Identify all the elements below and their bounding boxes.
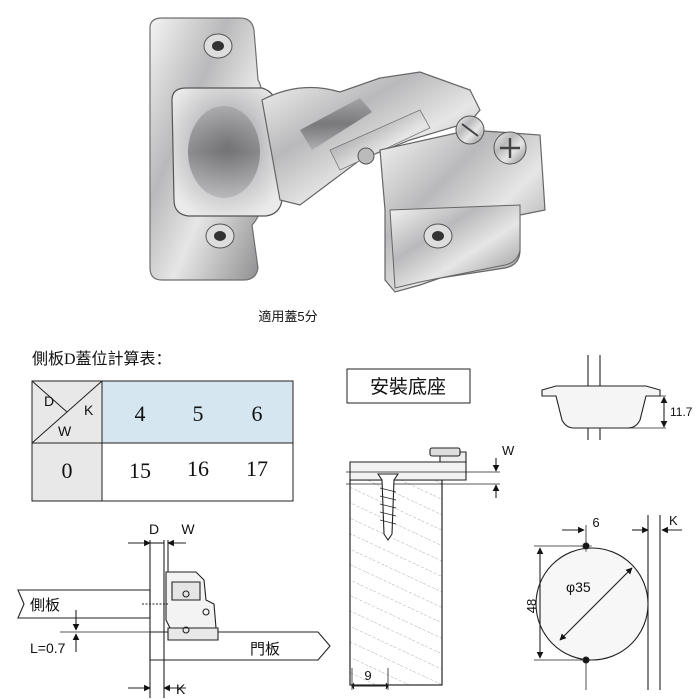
dim-label-11-7: 11.7 <box>670 405 693 419</box>
dim-label-d: D <box>149 521 159 537</box>
d-value-16: 16 <box>187 456 209 481</box>
corner-label-d: D <box>44 393 54 409</box>
base-section <box>346 447 500 690</box>
dim-label-9: 9 <box>364 668 371 683</box>
corner-label-w: W <box>58 423 72 439</box>
k-value-4: 4 <box>135 401 146 426</box>
w-value: 0 <box>62 458 73 483</box>
dim-label-k-base: K <box>669 513 678 528</box>
w-cell <box>31 442 103 502</box>
dim-label-48: 48 <box>524 599 539 613</box>
l-value-label: L=0.7 <box>30 640 66 656</box>
d-value-15: 15 <box>129 458 151 483</box>
dim-label-w: W <box>181 521 195 537</box>
dim-label-6: 6 <box>592 515 599 530</box>
hinge-photo <box>149 17 546 293</box>
dim-label-diameter: φ35 <box>566 579 591 595</box>
photo-caption: 適用蓋5分 <box>258 309 317 324</box>
dim-label-k: K <box>176 681 186 697</box>
mounting-base-title-box <box>346 368 471 404</box>
base-profile <box>541 355 668 440</box>
door-panel-label: 門板 <box>250 640 280 658</box>
dim-label-w-base: W <box>502 443 515 458</box>
corner-diagonal-2 <box>31 380 68 413</box>
install-diagram <box>17 539 331 698</box>
corner-label-k: K <box>84 402 94 418</box>
side-panel-label: 側板 <box>30 596 60 614</box>
k-value-6: 6 <box>252 401 263 426</box>
side-panel-shape <box>17 589 151 619</box>
k-header-cells <box>101 380 294 444</box>
d-value-17: 17 <box>246 456 268 481</box>
calc-table: D K W 4 5 6 0 15 16 17 <box>31 380 294 502</box>
mounting-base-title: 安裝底座 <box>370 376 446 398</box>
k-value-5: 5 <box>193 401 204 426</box>
d-value-cells <box>101 442 294 502</box>
table-title: 側板D蓋位計算表： <box>32 349 172 368</box>
cup-drill-diagram <box>534 515 682 690</box>
